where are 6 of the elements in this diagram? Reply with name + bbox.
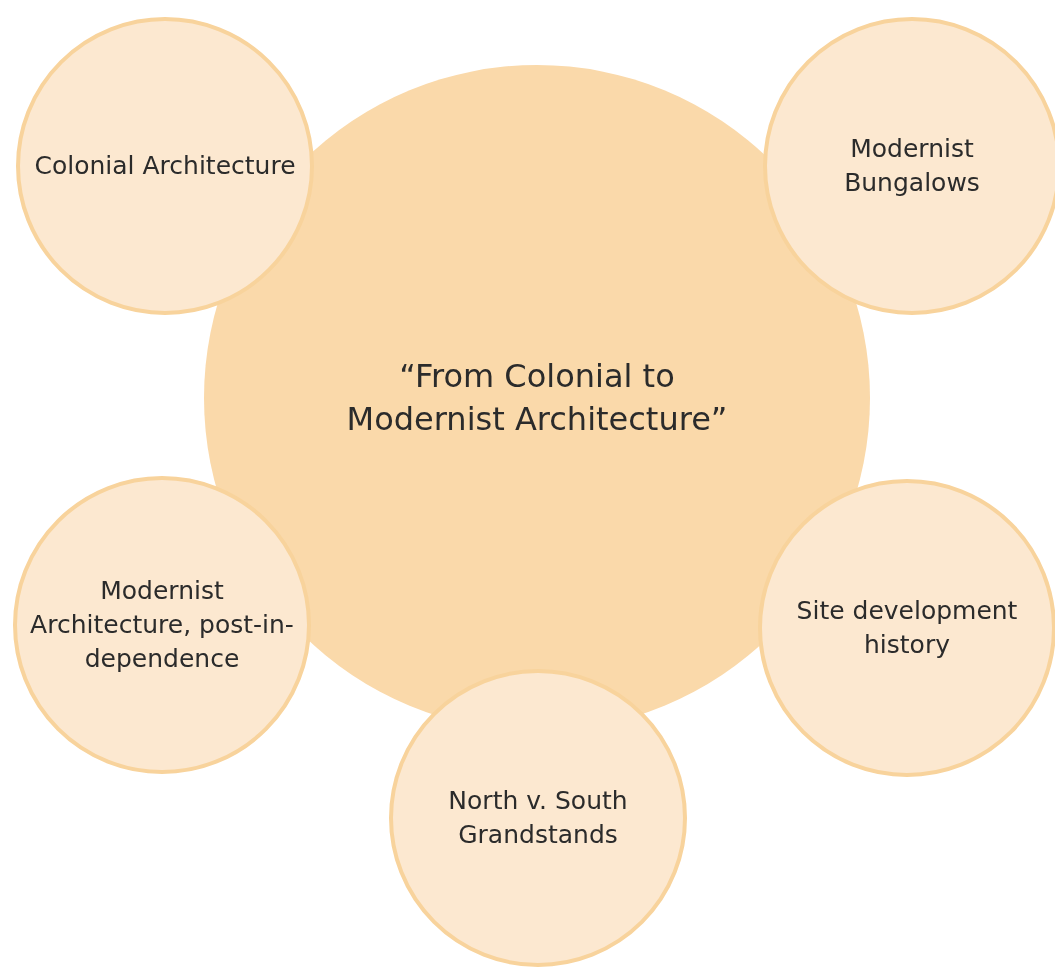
subtopic-label: Modernist Architecture, post-in-dependence <box>29 575 295 675</box>
subtopic-label: North v. South Grandstands <box>447 785 629 851</box>
subtopic-label: Site development history <box>795 595 1019 661</box>
subtopic-label: Modernist Bungalows <box>843 133 981 199</box>
subtopic-label: Colonial Architecture <box>33 150 297 183</box>
central-topic-label: “From Colonial to Modernist Architecture” <box>345 355 729 440</box>
